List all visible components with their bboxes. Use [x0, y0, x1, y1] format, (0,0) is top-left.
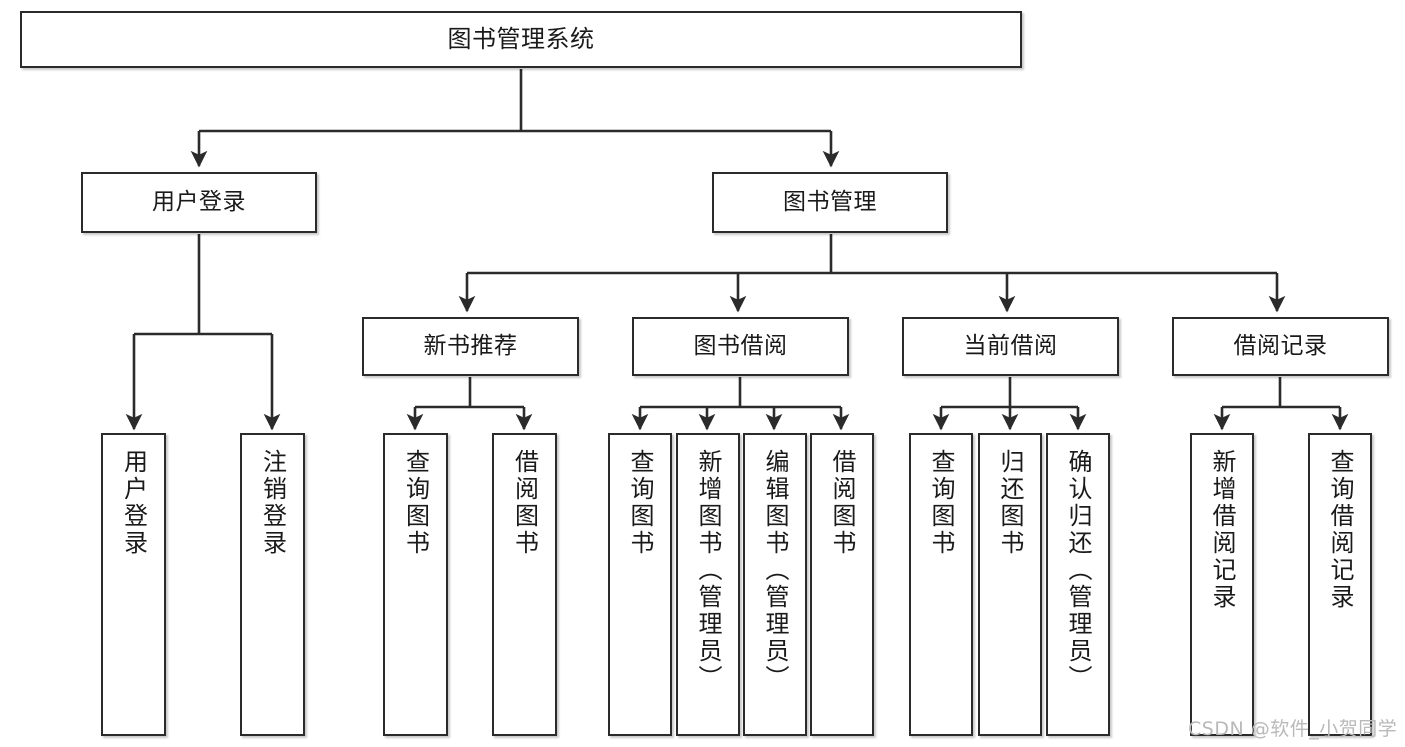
- node-label: 编辑图书（管理员）: [761, 449, 789, 692]
- node-label: 借阅图书: [510, 449, 539, 557]
- node-label: 查询图书: [626, 449, 654, 557]
- node-leaf-query-book-1[interactable]: 查询图书: [383, 433, 448, 736]
- node-leaf-query-record[interactable]: 查询借阅记录: [1308, 433, 1372, 736]
- node-label: 注销登录: [258, 449, 287, 557]
- node-root-book-management-system[interactable]: 图书管理系统: [20, 11, 1022, 68]
- node-label: 新增图书（管理员）: [694, 449, 722, 692]
- node-leaf-user-login[interactable]: 用户登录: [101, 433, 166, 736]
- node-leaf-return-book[interactable]: 归还图书: [978, 433, 1042, 736]
- node-label: 查询图书: [927, 449, 955, 557]
- node-label: 查询借阅记录: [1326, 449, 1354, 611]
- node-leaf-borrow-book-2[interactable]: 借阅图书: [810, 433, 874, 736]
- node-leaf-add-book[interactable]: 新增图书（管理员）: [676, 433, 740, 736]
- node-label: 查询图书: [401, 449, 430, 557]
- node-leaf-borrow-book-1[interactable]: 借阅图书: [492, 433, 557, 736]
- node-label: 用户登录: [152, 189, 246, 216]
- node-book-borrow[interactable]: 图书借阅: [632, 317, 849, 376]
- node-label: 新书推荐: [423, 333, 518, 360]
- node-book-management[interactable]: 图书管理: [712, 172, 948, 233]
- node-new-book-recommend[interactable]: 新书推荐: [362, 317, 579, 376]
- node-current-borrow[interactable]: 当前借阅: [902, 317, 1119, 376]
- node-label: 图书管理: [783, 189, 877, 216]
- node-leaf-confirm-return[interactable]: 确认归还（管理员）: [1046, 433, 1110, 736]
- node-label: 新增借阅记录: [1208, 449, 1236, 611]
- node-leaf-query-book-3[interactable]: 查询图书: [909, 433, 973, 736]
- node-leaf-edit-book[interactable]: 编辑图书（管理员）: [743, 433, 807, 736]
- node-user-login[interactable]: 用户登录: [81, 172, 317, 233]
- node-leaf-query-book-2[interactable]: 查询图书: [608, 433, 672, 736]
- csdn-watermark: CSDN @软件_小贺同学: [1188, 718, 1398, 740]
- node-label: 归还图书: [996, 449, 1024, 557]
- node-label: 确认归还（管理员）: [1064, 449, 1092, 692]
- node-label: 图书借阅: [693, 333, 788, 360]
- node-label: 借阅记录: [1233, 333, 1328, 360]
- node-leaf-add-record[interactable]: 新增借阅记录: [1190, 433, 1254, 736]
- node-label: 用户登录: [119, 449, 148, 557]
- node-borrow-record[interactable]: 借阅记录: [1172, 317, 1389, 376]
- node-leaf-logout[interactable]: 注销登录: [240, 433, 305, 736]
- node-label: 当前借阅: [963, 333, 1058, 360]
- node-label: 借阅图书: [828, 449, 856, 557]
- node-label: 图书管理系统: [447, 24, 595, 53]
